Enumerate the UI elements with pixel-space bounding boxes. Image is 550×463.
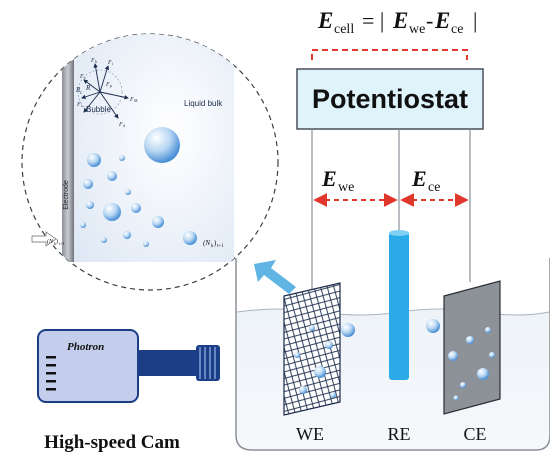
force-fi-label: F [107, 60, 112, 66]
camera-caption: High-speed Cam [44, 432, 180, 453]
flux-right-label: (N [203, 239, 210, 247]
rc-label: R [75, 86, 81, 94]
force-fd-sub: d [123, 123, 125, 128]
we-label: WE [296, 424, 324, 444]
bubble-label: Bubble [86, 105, 111, 114]
flux-left-sub: k [54, 241, 56, 246]
e-we-subscript: we [409, 22, 425, 37]
force-fd-label: F [118, 122, 123, 128]
e-ce-subscript: ce [451, 22, 463, 37]
flux-left-label: (N [47, 238, 54, 245]
high-speed-camera: Photron High-speed Cam [37, 329, 220, 453]
inset-electrode-bar [62, 34, 74, 262]
detached-bubble-ce [426, 319, 440, 333]
working-electrode-mesh [283, 282, 341, 416]
flux-left-tail: t+1 [59, 241, 64, 246]
rc-subscript: c [80, 91, 83, 96]
radius-label: R [85, 84, 91, 92]
force-fs-sub: s [81, 103, 83, 108]
force-fy-sub: γ [84, 75, 86, 80]
e-ce-label: E [411, 166, 427, 191]
camera-vent-icon [46, 356, 56, 391]
e-we-label-subscript: we [338, 180, 354, 195]
force-vectors [81, 63, 129, 119]
zoom-arrow [254, 260, 296, 294]
flux-arrow-icon [31, 231, 57, 247]
force-fy-label: F [79, 74, 84, 80]
flux-left: (N k ) t+1 [31, 231, 64, 247]
force-fi-sub: i [112, 61, 114, 66]
liquid-bulk-label: Liquid bulk [184, 99, 223, 108]
camera-lens-barrel [138, 350, 196, 376]
ce-bubbles [426, 319, 495, 401]
reference-electrode-top [389, 230, 409, 236]
force-fs-label: F [76, 102, 81, 108]
e-we-label: E [321, 166, 337, 191]
re-label: RE [387, 424, 410, 444]
adhered-bubble [77, 69, 123, 115]
force-fp-sub: p [110, 83, 112, 88]
flux-right-close: ) [214, 239, 217, 247]
force-fm-sub: M [134, 98, 138, 103]
flux-left-close: ) [56, 238, 58, 245]
e-cell-symbol: E [317, 8, 333, 33]
force-fb-label: F [90, 58, 95, 64]
flux-right: (N k ) t+1 [203, 239, 224, 249]
beaker [235, 258, 550, 451]
force-fb-sub: b [95, 59, 97, 64]
e-ce-label-subscript: ce [428, 180, 440, 195]
electrode-label: Electrode [63, 180, 70, 210]
force-fm-label: F [129, 97, 134, 103]
equation-bracket [311, 49, 468, 60]
inset-bubbles [80, 153, 197, 247]
flux-right-tail: t+1 [217, 244, 224, 249]
closing-bar: | [473, 8, 477, 33]
e-we-symbol: E [392, 8, 408, 33]
flux-right-sub: k [211, 244, 214, 249]
magnified-inset: Electrode Bubble Liquid bulk R R c F b F… [21, 33, 279, 291]
force-fp-label: F [105, 82, 110, 88]
reference-electrode [389, 232, 409, 380]
potentiostat-label: Potentiostat [312, 84, 468, 114]
potentiostat-box [296, 68, 484, 130]
we-bubbles [294, 323, 355, 398]
e-cell-subscript: cell [334, 22, 354, 37]
large-bubble [144, 127, 180, 163]
e-ce-symbol: E [434, 8, 450, 33]
camera-brand: Photron [67, 341, 104, 353]
camera-lens-front [196, 345, 220, 381]
minus-sign: - [426, 8, 433, 33]
ce-label: CE [463, 424, 486, 444]
equals-bar: = | [362, 8, 384, 33]
cell-voltage-equation: E cell = | E we - E ce | [317, 8, 477, 37]
counter-electrode [443, 280, 501, 415]
lens-ring-icon [199, 347, 216, 379]
detached-bubble-we [341, 323, 355, 337]
